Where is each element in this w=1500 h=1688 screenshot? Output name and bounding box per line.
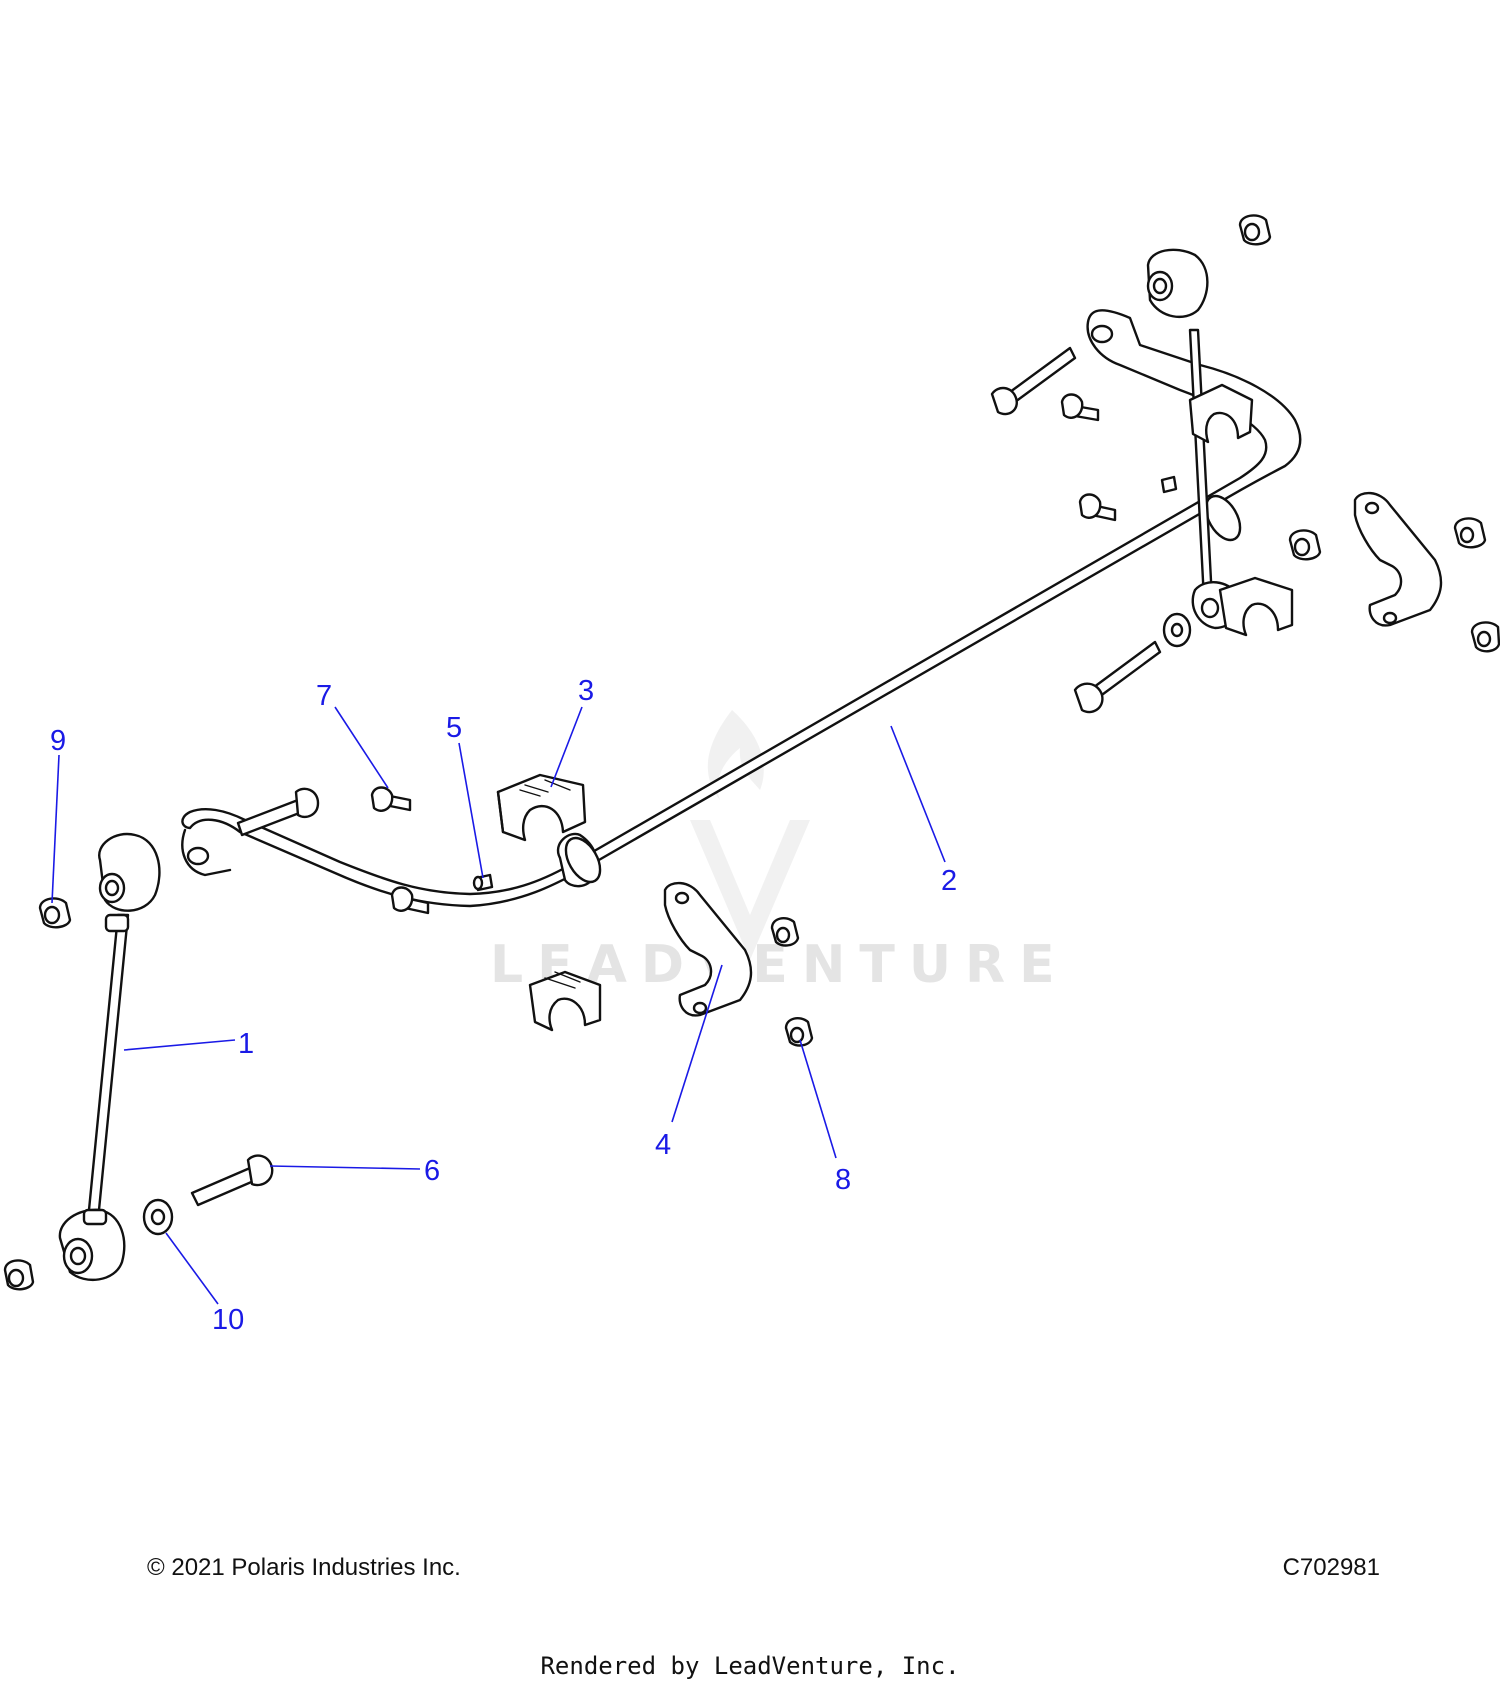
nut-right-a: [1288, 529, 1322, 561]
stabilizer-bar: [181, 309, 1302, 908]
bolt-7: [370, 786, 412, 812]
nut-mid: [770, 916, 800, 947]
callout-2: 2: [941, 865, 957, 897]
bolt-right-mid: [1073, 640, 1162, 714]
nut-9: [38, 897, 72, 929]
callout-8: 8: [835, 1164, 851, 1196]
nut-right-c: [1470, 621, 1500, 653]
bushing-upper-right: [1188, 383, 1254, 444]
leader-lines: [51, 706, 946, 1305]
callout-4: 4: [655, 1129, 671, 1161]
bolt-6: [190, 1154, 274, 1207]
clamp-4: [663, 881, 753, 1017]
callout-1: 1: [238, 1028, 254, 1060]
bolt-small-left: [390, 886, 430, 915]
bushing-3: [496, 773, 587, 842]
diagram-code: C702981: [1282, 1554, 1380, 1581]
nut-right-b: [1453, 517, 1487, 549]
clamp-right: [1353, 491, 1443, 627]
bushing-lower: [528, 970, 602, 1032]
bolt-left-top: [236, 787, 320, 837]
callout-5: 5: [446, 712, 462, 744]
washer-right: [1162, 612, 1192, 648]
washer-10: [142, 1198, 174, 1236]
callout-10: 10: [212, 1304, 244, 1336]
grease-fitting-5: [472, 873, 494, 892]
bolt-right-top: [990, 346, 1077, 416]
bushing-right: [1218, 576, 1294, 637]
watermark-logo: [690, 710, 810, 960]
callout-6: 6: [424, 1155, 440, 1187]
bolt-small-right-a: [1060, 393, 1100, 422]
nut-lower-left: [3, 1259, 35, 1291]
callout-9: 9: [50, 725, 66, 757]
callout-7: 7: [316, 680, 332, 712]
stabilizer-link-left: [58, 832, 161, 1281]
render-credit: Rendered by LeadVenture, Inc.: [540, 1652, 960, 1680]
grease-fitting-right: [1160, 475, 1178, 494]
bolt-small-right-b: [1078, 493, 1117, 522]
copyright-text: © 2021 Polaris Industries Inc.: [147, 1554, 461, 1581]
callout-3: 3: [578, 675, 594, 707]
nut-top-right: [1238, 214, 1272, 246]
stabilizer-link-right: [1146, 248, 1241, 630]
nut-8: [784, 1016, 814, 1047]
